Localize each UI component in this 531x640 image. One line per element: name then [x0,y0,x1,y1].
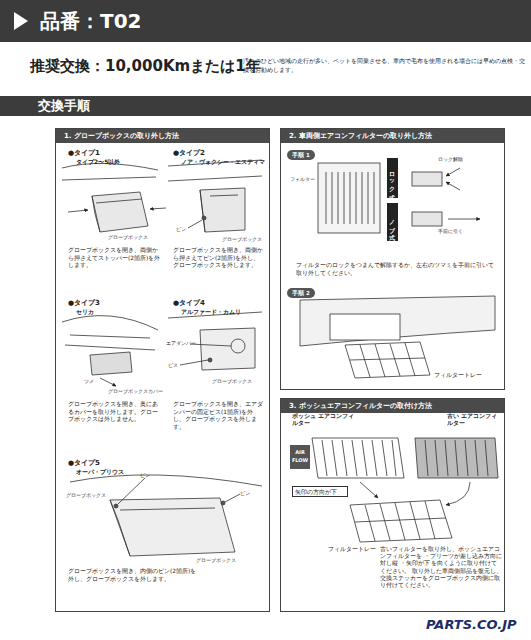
step-panel: 1. グローブボックスの取り外し方法 ●タイプ1タイプ2〜5以外グローブボックスを… [55,128,270,612]
part-label: 手前に引く [438,228,463,235]
part-label: グローブボックス [108,234,148,241]
step2-illustration [300,296,495,378]
step-tag: 手順 1 [287,150,315,160]
note-box: 矢印の方向が下 [292,486,348,497]
step-tag-text: 手順 2 [287,288,315,298]
type-subtitle: アルファード・カムリ [181,308,241,316]
page-title: 品番：T02 [40,8,141,34]
part-label: グローブボックスカバー [108,388,163,395]
type2-illustration [168,160,262,232]
method-band: ロック式 [387,158,398,198]
type-heading: ●タイプ3 [68,299,100,308]
type1-illustration [62,163,166,232]
note: 汚れのひどい地域の走行が多い、ペットを同乗させる、車内で毛布を使用される場合には… [243,57,528,74]
type-subtitle: ノア・ヴォクシー・エスティマ [181,158,265,166]
instruction-text: 古いフィルターを取り外し、ボッシュエアコンフィルターを ・プリーツが差し込み方向… [380,546,502,589]
part-label: フィルタートレー [434,372,482,379]
step1-illustration [318,163,480,233]
part-label: フィルタートレー [328,546,376,553]
step-panel: 2. 車両側エアコンフィルターの取り外し方法フィルターのロックをつまんで解除する… [280,128,505,390]
part-label: ピン [240,490,250,497]
panel-heading: 1. グローブボックスの取り外し方法 [56,129,269,143]
section-heading: 交換手順 [38,98,90,114]
type5-illustration [70,475,262,556]
part-label: グローブボックス [196,557,236,564]
type-subtitle: タイプ2〜5以外 [76,158,120,166]
instruction-text: グローブボックスを開き、両側から押さえてストッパー(2箇所)を外します。 [68,247,163,270]
type-heading: ●タイプ1 [68,149,100,158]
logo-watermark: PARTS.CO.JP [426,617,517,633]
type3-illustration [62,316,158,386]
part-label: 古い エアコンフィルター [447,413,502,427]
type-heading: ●タイプ4 [173,299,205,308]
part-label: ピン [176,226,186,233]
part-label: フィルター [290,176,315,183]
instruction-text: グローブボックスを開き、奥にあるカバーを取り外します。グローブボックスは外しませ… [68,401,163,424]
type-heading: ●タイプ5 [68,459,100,468]
header-triangle [14,12,28,30]
type-subtitle: オーパ・プリウス [76,468,124,476]
part-label: ビス [168,362,178,369]
recommendation: 推奨交換：10,000Kmまたは1年 [30,56,261,76]
step-tag: 手順 2 [287,288,315,298]
part-label: グローブボックス [66,492,106,499]
part-label: グローブボックス [222,236,262,243]
step-panel: 3. ボッシュエアコンフィルターの取付け方法古いフィルターを取り外し、ボッシュエ… [280,398,505,612]
instruction-text: グローブボックスを開き、両側から押さえてピン(2箇所)を外し、グローブボックスを… [173,247,265,270]
part-label: エアダンパー [166,340,196,347]
note-text: 矢印の方向が下 [295,488,337,496]
part-label: ツメ [84,378,94,385]
step-tag-text: 手順 1 [287,150,315,160]
method-band: ノブ式 [387,203,398,241]
header-band [0,0,531,42]
airflow-text: AIR FLOW [290,448,310,464]
type-subtitle: セリカ [76,308,94,316]
part-label: ピン [140,472,150,479]
method-text: ロック式 [387,158,398,198]
part-label: ロック解除 [438,156,463,163]
type-heading: ●タイプ2 [173,149,205,158]
instruction-text: グローブボックスを開き、エアダンパーの固定ビス(1箇所)を外し、グローブボックス… [173,401,265,431]
section-band: 交換手順 [0,96,531,116]
part-label: ボッシュ エアコンフィルター [292,413,354,427]
airflow-badge: AIR FLOW [290,445,310,469]
instruction-text: グローブボックスを開き、内側のピン(2箇所)を外し、グローブボックスを外します。 [68,568,198,583]
panel-heading: 2. 車両側エアコンフィルターの取り外し方法 [281,129,504,143]
part-label: グローブボックス [212,378,252,385]
method-text: ノブ式 [387,203,398,241]
instruction-text: フィルターのロックをつまんで解除するか、左右のツマミを手前に引いて取り外してくだ… [296,261,496,277]
panel-heading: 3. ボッシュエアコンフィルターの取付け方法 [281,399,504,413]
